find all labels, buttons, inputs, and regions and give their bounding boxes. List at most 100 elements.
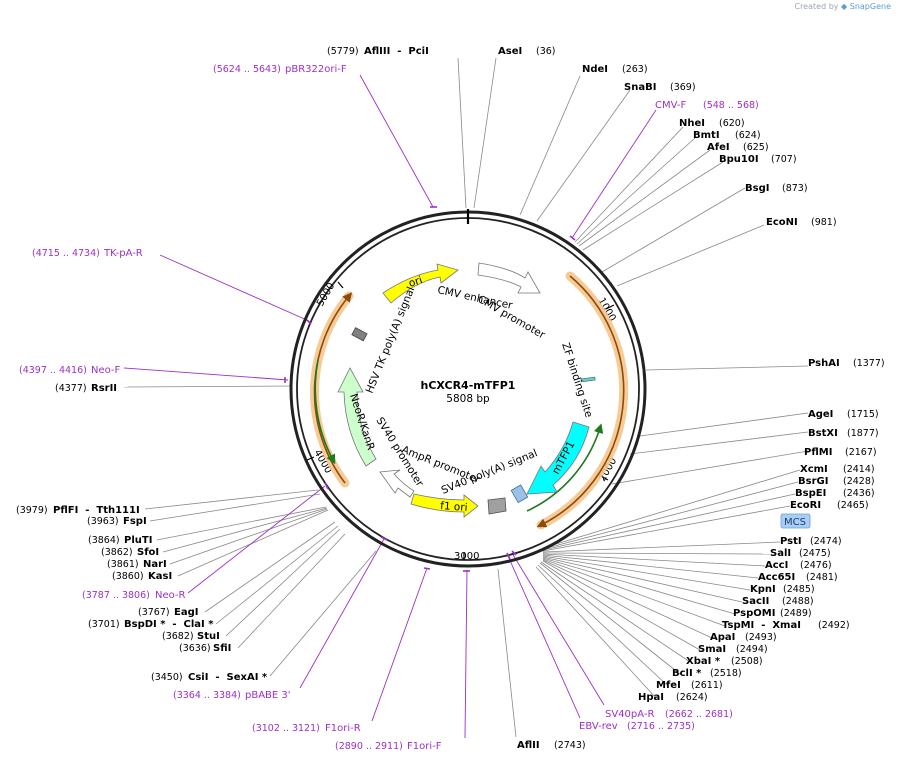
credit-prefix: Created by — [794, 2, 839, 11]
site-name: EcoRI — [790, 500, 821, 511]
site-pos: (2743) — [554, 740, 586, 751]
site-pos: (3864) — [88, 535, 120, 546]
feature-label-f1-ori: f1 ori — [440, 500, 468, 514]
mcs-badge[interactable]: MCS — [780, 513, 811, 529]
site-name: SmaI — [698, 644, 726, 655]
site-name: PspOMI — [733, 608, 775, 619]
credit-brand: SnapGene — [849, 2, 891, 11]
site-pos: (3861) — [107, 559, 139, 570]
site-pos: (2493) — [745, 632, 777, 643]
site-name: FspI — [123, 516, 147, 527]
site-pos: (3450) — [151, 672, 183, 683]
site-pos: (2414) — [843, 464, 875, 475]
site-pos: (2624) — [676, 692, 708, 703]
site-pos: (873) — [782, 183, 808, 194]
site-pos: (2488) — [782, 596, 814, 607]
primer-range: (4715 .. 4734) — [32, 248, 100, 259]
site-pos: (3682) — [162, 631, 194, 642]
feature-f1-ori[interactable]: f1 ori — [410, 493, 507, 518]
site-name: SacII — [742, 596, 769, 607]
site-name: EcoNI — [766, 217, 798, 228]
site-pos: (981) — [811, 217, 837, 228]
restriction-sites: (5779) AflIII - PciI AseI (36) NdeI (263… — [16, 46, 885, 751]
site-name: SalI — [770, 548, 791, 559]
primer-markers — [284, 206, 576, 572]
site-pos: (2508) — [731, 656, 763, 667]
site-name: AccI — [765, 560, 788, 571]
primer-range: (4397 .. 4416) — [19, 365, 87, 376]
feature-label-ori: ori — [407, 274, 424, 290]
site-name: StuI — [197, 631, 220, 642]
site-pos: (2485) — [783, 584, 815, 595]
primer-name: TK-pA-R — [103, 248, 143, 259]
site-pos: (369) — [670, 82, 696, 93]
site-name: AseI — [498, 46, 522, 57]
site-name: PluTI — [124, 535, 152, 546]
site-name: RsrII — [91, 383, 117, 394]
site-name: EagI — [174, 607, 198, 618]
primer-range: (2662 .. 2681) — [665, 709, 733, 720]
primer-name: pBR322ori-F — [285, 64, 347, 75]
site-name: ApaI — [710, 632, 735, 643]
site-pos: (2474) — [810, 536, 842, 547]
site-pos: (2476) — [800, 560, 832, 571]
site-name: CsiI - SexAI * — [188, 672, 268, 683]
site-name: SfiI — [213, 643, 231, 654]
site-name: Acc65I — [758, 572, 795, 583]
site-pos: (2611) — [691, 680, 723, 691]
plasmid-name: hCXCR4-mTFP1 — [421, 379, 516, 392]
site-name: PflMI — [804, 447, 832, 458]
site-pos: (2428) — [843, 476, 875, 487]
site-pos: (1377) — [853, 358, 885, 369]
site-name: HpaI — [638, 692, 664, 703]
primer-name: Neo-F — [91, 365, 121, 376]
site-name: SfoI — [137, 547, 159, 558]
primer-name: F1ori-R — [325, 723, 361, 734]
primer-name: pBABE 3' — [245, 690, 291, 701]
outer-annotation-arcs — [310, 271, 629, 530]
site-pos: (3636) — [179, 643, 211, 654]
primer-range: (5624 .. 5643) — [213, 64, 281, 75]
tick-3000: 3000 — [454, 551, 479, 562]
site-name: AflIII - PciI — [364, 46, 429, 57]
site-name: BsgI — [745, 183, 769, 194]
primer-range: (3102 .. 3121) — [252, 723, 320, 734]
site-name: BstXI — [808, 428, 838, 439]
site-name: KpnI — [750, 584, 776, 595]
mcs-label: MCS — [784, 517, 806, 528]
site-name: BsrGI — [798, 476, 828, 487]
site-pos: (2494) — [736, 644, 768, 655]
site-name: XcmI — [800, 464, 828, 475]
snapgene-credit: Created by ◆ SnapGene — [794, 2, 891, 11]
feature-zf-binding-site[interactable]: ZF binding site — [559, 341, 596, 419]
site-pos: (3862) — [101, 547, 133, 558]
site-name: BmtI — [693, 130, 720, 141]
site-pos: (3767) — [138, 607, 170, 618]
site-name: NarI — [143, 559, 167, 570]
site-pos: (263) — [622, 64, 648, 75]
site-name: AflII — [517, 740, 540, 751]
feature-ori[interactable]: ori — [382, 263, 459, 304]
primer-range: (2890 .. 2911) — [335, 741, 403, 752]
site-name: BclI * — [672, 668, 702, 679]
plasmid-length: 5808 bp — [446, 393, 490, 405]
site-pos: (5779) — [327, 46, 359, 57]
site-name: TspMI - XmaI — [722, 620, 801, 631]
site-pos: (3963) — [87, 516, 119, 527]
site-pos: (2465) — [837, 500, 869, 511]
site-name: BspEI — [795, 488, 826, 499]
site-name: SnaBI — [624, 82, 656, 93]
primer-range: (3787 .. 3806) — [82, 590, 150, 601]
site-pos: (624) — [735, 130, 761, 141]
primer-name: F1ori-F — [407, 741, 442, 752]
primer-labels: (5624 .. 5643) pBR322ori-F CMV-F (548 ..… — [19, 64, 759, 752]
feature-hsv-tk-polya[interactable]: HSV TK poly(A) signal — [351, 285, 418, 395]
site-pos: (707) — [771, 154, 797, 165]
site-pos: (2489) — [780, 608, 812, 619]
site-name: AgeI — [808, 409, 833, 420]
snapgene-logo-icon: ◆ — [841, 2, 848, 11]
site-pos: (3701) — [88, 619, 120, 630]
site-name: PflFI - Tth111I — [53, 505, 140, 516]
site-name: KasI — [148, 571, 172, 582]
site-name: XbaI * — [686, 656, 721, 667]
